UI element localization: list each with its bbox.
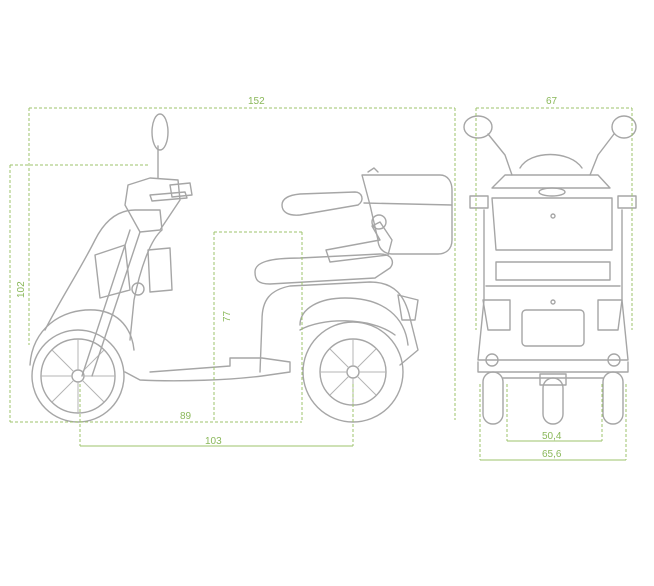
license-plate: [521, 309, 585, 347]
rear-left-mirror: [463, 115, 513, 176]
top-box: [361, 174, 453, 255]
dimension-lines: 152 67 102 77 89 103 50,4 65,6: [9, 96, 633, 461]
dim-seat-height: 77: [222, 310, 233, 322]
rear-view: [463, 115, 637, 425]
rear-right-mirror: [589, 115, 637, 176]
front-fork: [81, 229, 141, 377]
rear-body: [259, 281, 419, 373]
front-fender: [29, 309, 135, 366]
rear-body-view: [477, 209, 629, 361]
rear-top-box: [491, 197, 613, 251]
dim-track-outer: 65,6: [542, 449, 562, 460]
dim-track-inner: 50,4: [542, 431, 562, 442]
dim-overall-height: 102: [16, 281, 27, 298]
seat: [254, 253, 393, 285]
front-wheel: [31, 329, 125, 423]
front-shield: [44, 209, 163, 341]
steering-column: [124, 177, 181, 233]
dim-wheelbase: 103: [205, 436, 222, 447]
rear-wheel-left: [482, 371, 504, 425]
dim-overall-length: 152: [248, 96, 265, 107]
dim-overall-width: 67: [546, 96, 558, 107]
side-view: [29, 113, 453, 423]
floorboard: [124, 357, 291, 382]
dim-length-89: 89: [180, 411, 192, 422]
rear-wheel-right: [602, 371, 624, 425]
armrest: [281, 191, 363, 216]
